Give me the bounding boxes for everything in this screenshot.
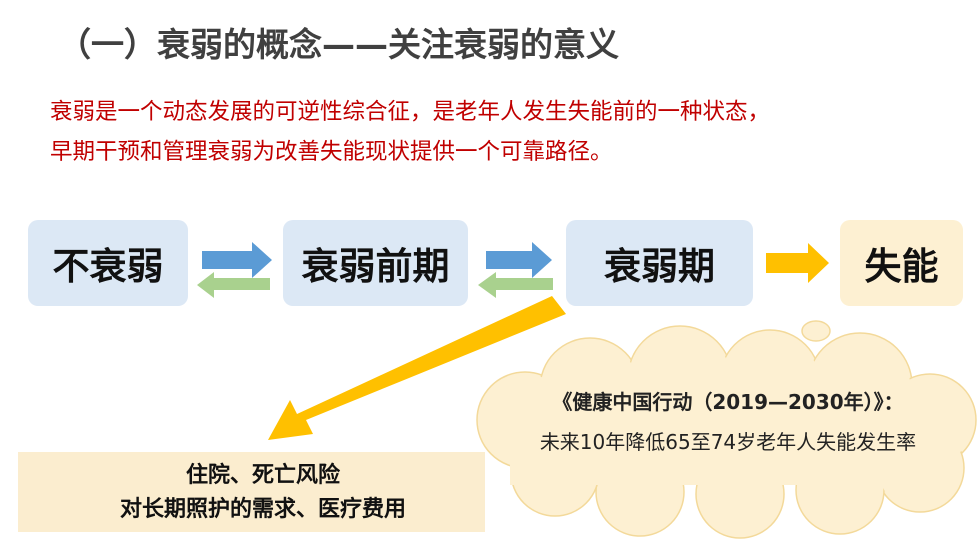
arrow-right-icon: [202, 242, 272, 278]
description: 衰弱是一个动态发展的可逆性综合征，是老年人发生失能前的一种状态， 早期干预和管理…: [50, 92, 970, 172]
description-line-1: 衰弱是一个动态发展的可逆性综合征，是老年人发生失能前的一种状态，: [50, 99, 771, 125]
arrow-left-icon: [197, 272, 270, 298]
stage-disability: 失能: [840, 220, 963, 306]
stage-not-frail: 不衰弱: [28, 220, 188, 306]
cloud-policy-title: 《健康中国行动（2019—2030年）》：: [552, 390, 904, 414]
diagonal-arrow-icon: [268, 296, 566, 440]
page-title: （一）衰弱的概念——关注衰弱的意义: [58, 25, 619, 64]
risk-box: [18, 452, 485, 532]
cloud-text: 《健康中国行动（2019—2030年）》： 未来10年降低65至74岁老年人失能…: [478, 385, 978, 459]
arrow-right-icon: [486, 242, 552, 278]
arrow-left-icon: [478, 272, 553, 298]
arrow-right-icon: [766, 243, 829, 283]
cloud-policy-goal: 未来10年降低65至74岁老年人失能发生率: [539, 430, 917, 454]
stage-frail: 衰弱期: [566, 220, 753, 306]
description-line-2: 早期干预和管理衰弱为改善失能现状提供一个可靠路径。: [50, 139, 613, 165]
risk-line-2: 对长期照护的需求、医疗费用: [119, 496, 406, 522]
stage-pre-frail: 衰弱前期: [283, 220, 468, 306]
risk-line-1: 住院、死亡风险: [185, 462, 340, 488]
risk-text: 住院、死亡风险 对长期照护的需求、医疗费用: [48, 458, 478, 526]
